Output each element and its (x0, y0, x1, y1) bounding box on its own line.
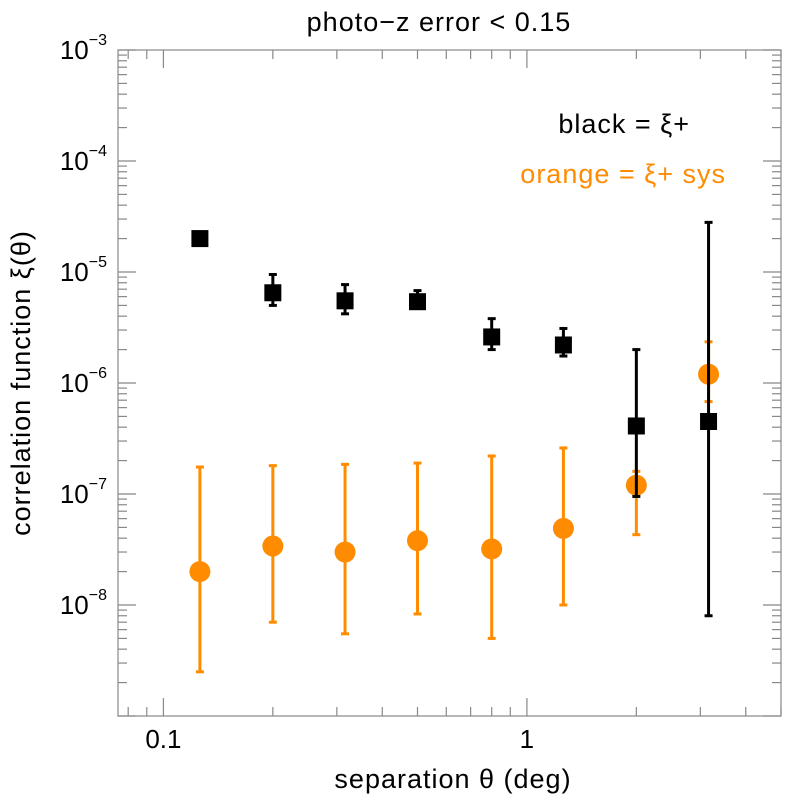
data-point-square (627, 417, 645, 435)
data-point-circle (334, 541, 356, 563)
data-series (189, 220, 720, 674)
y-tick-label: 10−7 (60, 476, 107, 509)
y-tick-label-exponent: −6 (89, 365, 107, 382)
y-tick-label-base: 10 (60, 146, 89, 176)
y-tick-label-exponent: −4 (89, 143, 107, 160)
y-tick-label-base: 10 (60, 35, 89, 65)
y-axis-label: correlation function ξ(θ) (6, 230, 36, 536)
y-tick-label-base: 10 (60, 590, 89, 620)
data-point-square (191, 230, 209, 248)
y-tick-label-exponent: −7 (89, 476, 107, 493)
legend-entry-black: black = ξ+ (558, 109, 690, 139)
data-point-circle (406, 530, 428, 552)
y-tick-label: 10−5 (60, 254, 107, 287)
chart-title: photo−z error < 0.15 (307, 7, 572, 37)
data-point-square (554, 336, 572, 354)
data-point-square (700, 412, 718, 430)
y-tick-label-base: 10 (60, 368, 89, 398)
plot-frame (117, 49, 782, 717)
y-tick-label-exponent: −3 (89, 32, 107, 49)
tick-marks (118, 49, 782, 717)
y-tick-label-exponent: −8 (89, 587, 107, 604)
x-tick-label: 0.1 (145, 724, 181, 754)
series-xi-plus (191, 220, 718, 618)
y-tick-label: 10−8 (60, 587, 107, 620)
data-point-circle (481, 538, 503, 560)
x-tick-label: 1 (520, 724, 534, 754)
y-tick-label-exponent: −5 (89, 254, 107, 271)
y-tick-label: 10−6 (60, 365, 107, 398)
data-point-circle (552, 517, 574, 539)
data-point-circle (262, 535, 284, 557)
data-point-square (408, 293, 426, 311)
legend-entry-orange: orange = ξ+ sys (520, 159, 726, 189)
y-tick-label: 10−4 (60, 143, 107, 176)
data-point-square (336, 292, 354, 310)
x-axis-label: separation θ (deg) (334, 764, 571, 794)
series-xi-plus-sys (189, 340, 720, 674)
data-point-square (483, 328, 501, 346)
y-tick-label-base: 10 (60, 479, 89, 509)
y-tick-label-base: 10 (60, 257, 89, 287)
y-tick-label: 10−3 (60, 32, 107, 65)
data-point-circle (189, 561, 211, 583)
y-tick-labels: 10−810−710−610−510−410−3 (60, 32, 107, 620)
data-point-square (264, 284, 282, 302)
legend: black = ξ+ orange = ξ+ sys (520, 109, 726, 189)
